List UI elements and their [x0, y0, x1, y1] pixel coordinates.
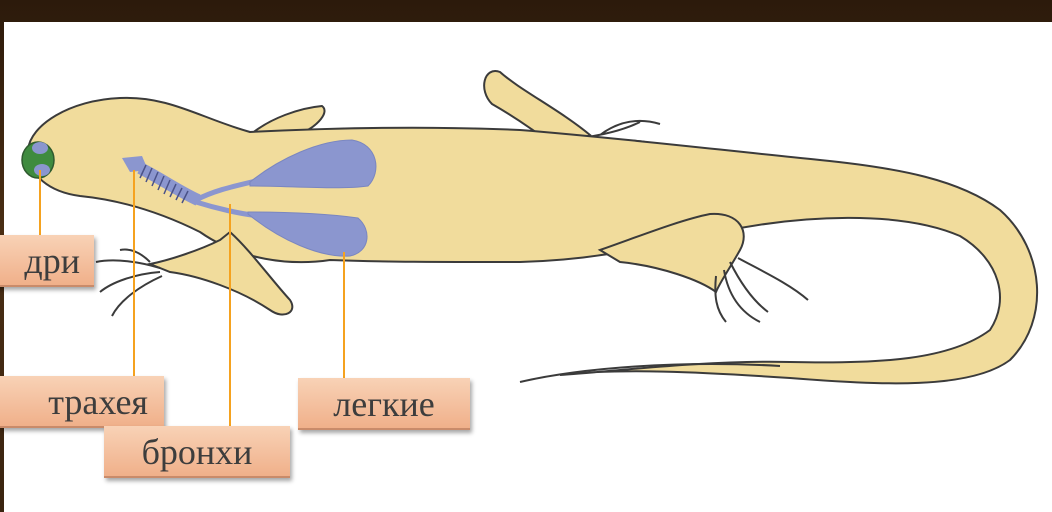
label-trachea: трахея — [0, 376, 164, 428]
nostril-hole-upper — [32, 142, 48, 154]
lizard-body — [28, 98, 1037, 383]
nostril-hole-lower — [34, 164, 50, 176]
label-lungs: легкие — [298, 378, 470, 430]
label-bronchi: бронхи — [104, 426, 290, 478]
label-nostrils: дри — [0, 235, 94, 287]
front-foot — [96, 250, 162, 317]
